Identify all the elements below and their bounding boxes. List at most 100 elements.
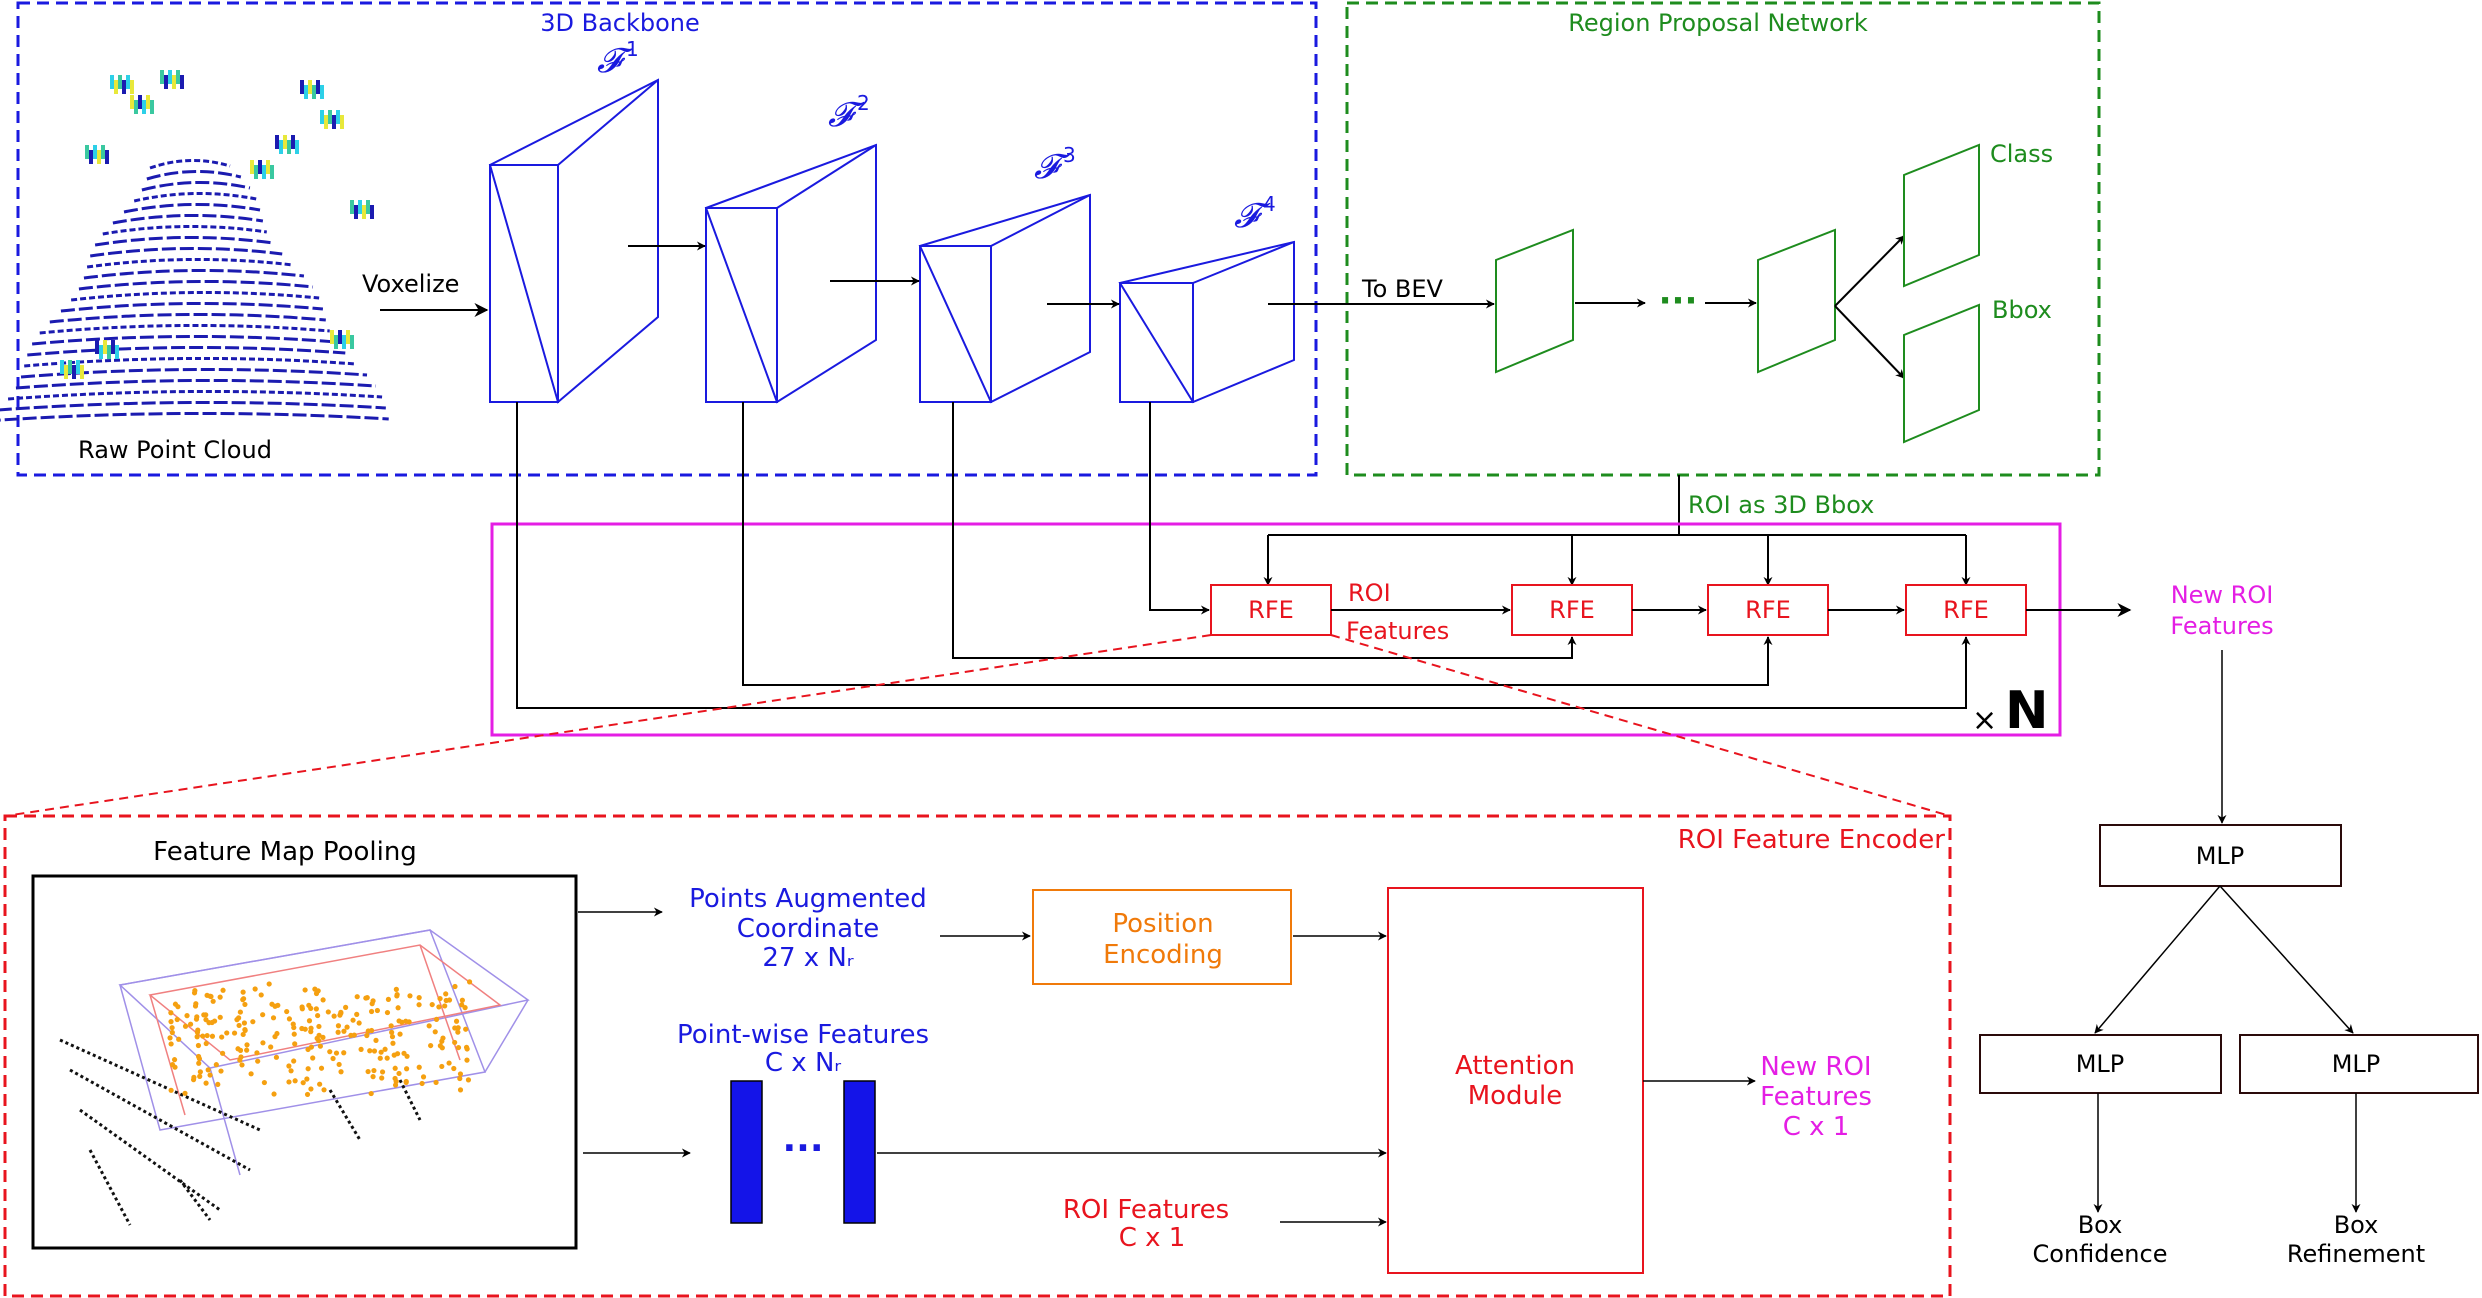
point-cloud-dot [68, 360, 72, 374]
pooling-scanline [178, 1179, 212, 1221]
pooled-point [300, 1080, 306, 1086]
pooled-point [401, 1050, 407, 1056]
pooled-point [370, 1074, 376, 1080]
pooled-point [368, 1008, 375, 1015]
pooled-point [304, 1091, 311, 1098]
pooled-point [197, 1073, 203, 1079]
pooled-point [288, 1068, 294, 1074]
zoom-line-left [4, 634, 1212, 817]
pooled-point [396, 1018, 402, 1024]
attention-module-box [1387, 887, 1644, 1274]
pooled-point [390, 1040, 396, 1046]
pooled-point [416, 995, 422, 1001]
box-confidence-line2: Confidence [2033, 1240, 2168, 1268]
pooled-point [429, 1001, 435, 1008]
pooled-point [455, 1029, 461, 1035]
bbox-head [1903, 303, 1980, 444]
point-cloud-scanline [78, 279, 314, 291]
pooled-point [182, 1090, 188, 1096]
repeat-n: N [2005, 681, 2049, 741]
pooled-point [242, 1027, 248, 1033]
pooled-point [240, 997, 246, 1003]
encoder-new-roi-line3: C x 1 [1783, 1112, 1850, 1142]
pooled-point [442, 1003, 448, 1009]
rpn-dots: ··· [1659, 281, 1698, 321]
skip-f3-rfe2 [952, 402, 1577, 659]
refine-frame [490, 522, 2062, 737]
pooled-point [299, 1004, 305, 1010]
rpn-frame [1345, 1, 2101, 477]
point-cloud-scanline [60, 301, 324, 313]
pooled-point [308, 1025, 314, 1031]
voxelize-label: Voxelize [362, 270, 459, 298]
point-cloud-dot [358, 200, 362, 214]
pooled-point [453, 1018, 460, 1024]
attention-module-line1: Attention [1455, 1051, 1575, 1081]
pooled-point [344, 1024, 350, 1030]
mlp-right-label: MLP [2332, 1050, 2381, 1078]
repeat-x: × [1972, 703, 1997, 738]
pooled-point [286, 1063, 292, 1069]
pooled-point [252, 986, 258, 992]
pooled-point [317, 1043, 323, 1049]
pooled-point [240, 1031, 246, 1038]
pooled-point [358, 1046, 364, 1052]
pooled-point [379, 1069, 386, 1075]
svg-text:3: 3 [1063, 143, 1076, 167]
pooled-point [195, 1027, 201, 1033]
pooled-point [330, 1055, 336, 1062]
pooling-image-frame [31, 874, 578, 1250]
pooled-point [250, 1019, 256, 1025]
pooled-point [379, 1075, 385, 1081]
pooled-point [394, 1051, 401, 1057]
pooled-point [393, 986, 399, 992]
pooled-point [396, 1070, 402, 1077]
roi-features-c1-line1: ROI Features [1063, 1195, 1229, 1225]
pooled-point [433, 1079, 439, 1086]
pooled-point [291, 1024, 297, 1031]
point-cloud-dot [103, 340, 107, 354]
pooled-point [291, 1031, 297, 1037]
pooled-point [316, 1038, 322, 1044]
point-cloud-dot [95, 340, 99, 354]
pooled-point [220, 1050, 226, 1056]
pooled-point [204, 1032, 210, 1039]
point-cloud-dot [254, 165, 258, 179]
rfe-box-1 [1210, 584, 1332, 636]
pooled-point [356, 1020, 362, 1026]
point-cloud-dot [142, 100, 146, 114]
pooled-point [336, 1061, 342, 1068]
point-cloud-scanline [0, 400, 386, 412]
point-cloud-dot [342, 335, 346, 349]
pooled-point [363, 995, 369, 1001]
pooled-point [404, 1066, 410, 1072]
point-cloud-scanline [146, 170, 242, 181]
pooled-point [395, 1005, 401, 1011]
pooling-point-cloud-image [59, 929, 530, 1226]
pooled-point [219, 1034, 225, 1040]
point-cloud-dot [304, 85, 308, 99]
pooled-point [463, 1044, 470, 1050]
encoder-new-roi-line1: New ROI [1760, 1052, 1871, 1082]
point-cloud-dot [97, 150, 101, 164]
pooled-point [365, 1068, 371, 1075]
pooled-point [327, 1049, 333, 1055]
position-encoding-box [1032, 889, 1292, 985]
pooled-point [203, 1040, 209, 1047]
skip-f2-rfe3 [742, 402, 1773, 686]
pooled-point [184, 1013, 190, 1019]
pooled-point [457, 1075, 463, 1082]
pooled-point [205, 1067, 211, 1073]
attention-module-line2: Module [1468, 1081, 1563, 1111]
pooled-point [302, 987, 308, 993]
pooled-point [459, 997, 465, 1003]
pooled-point [191, 1074, 197, 1080]
pooled-point [367, 1048, 373, 1054]
point-cloud-dot [107, 345, 111, 359]
pooled-point [187, 1021, 194, 1027]
pooled-point [451, 1065, 457, 1072]
pooled-point [236, 1015, 242, 1021]
point-cloud-dot [370, 205, 374, 219]
pooled-point [241, 1020, 248, 1026]
